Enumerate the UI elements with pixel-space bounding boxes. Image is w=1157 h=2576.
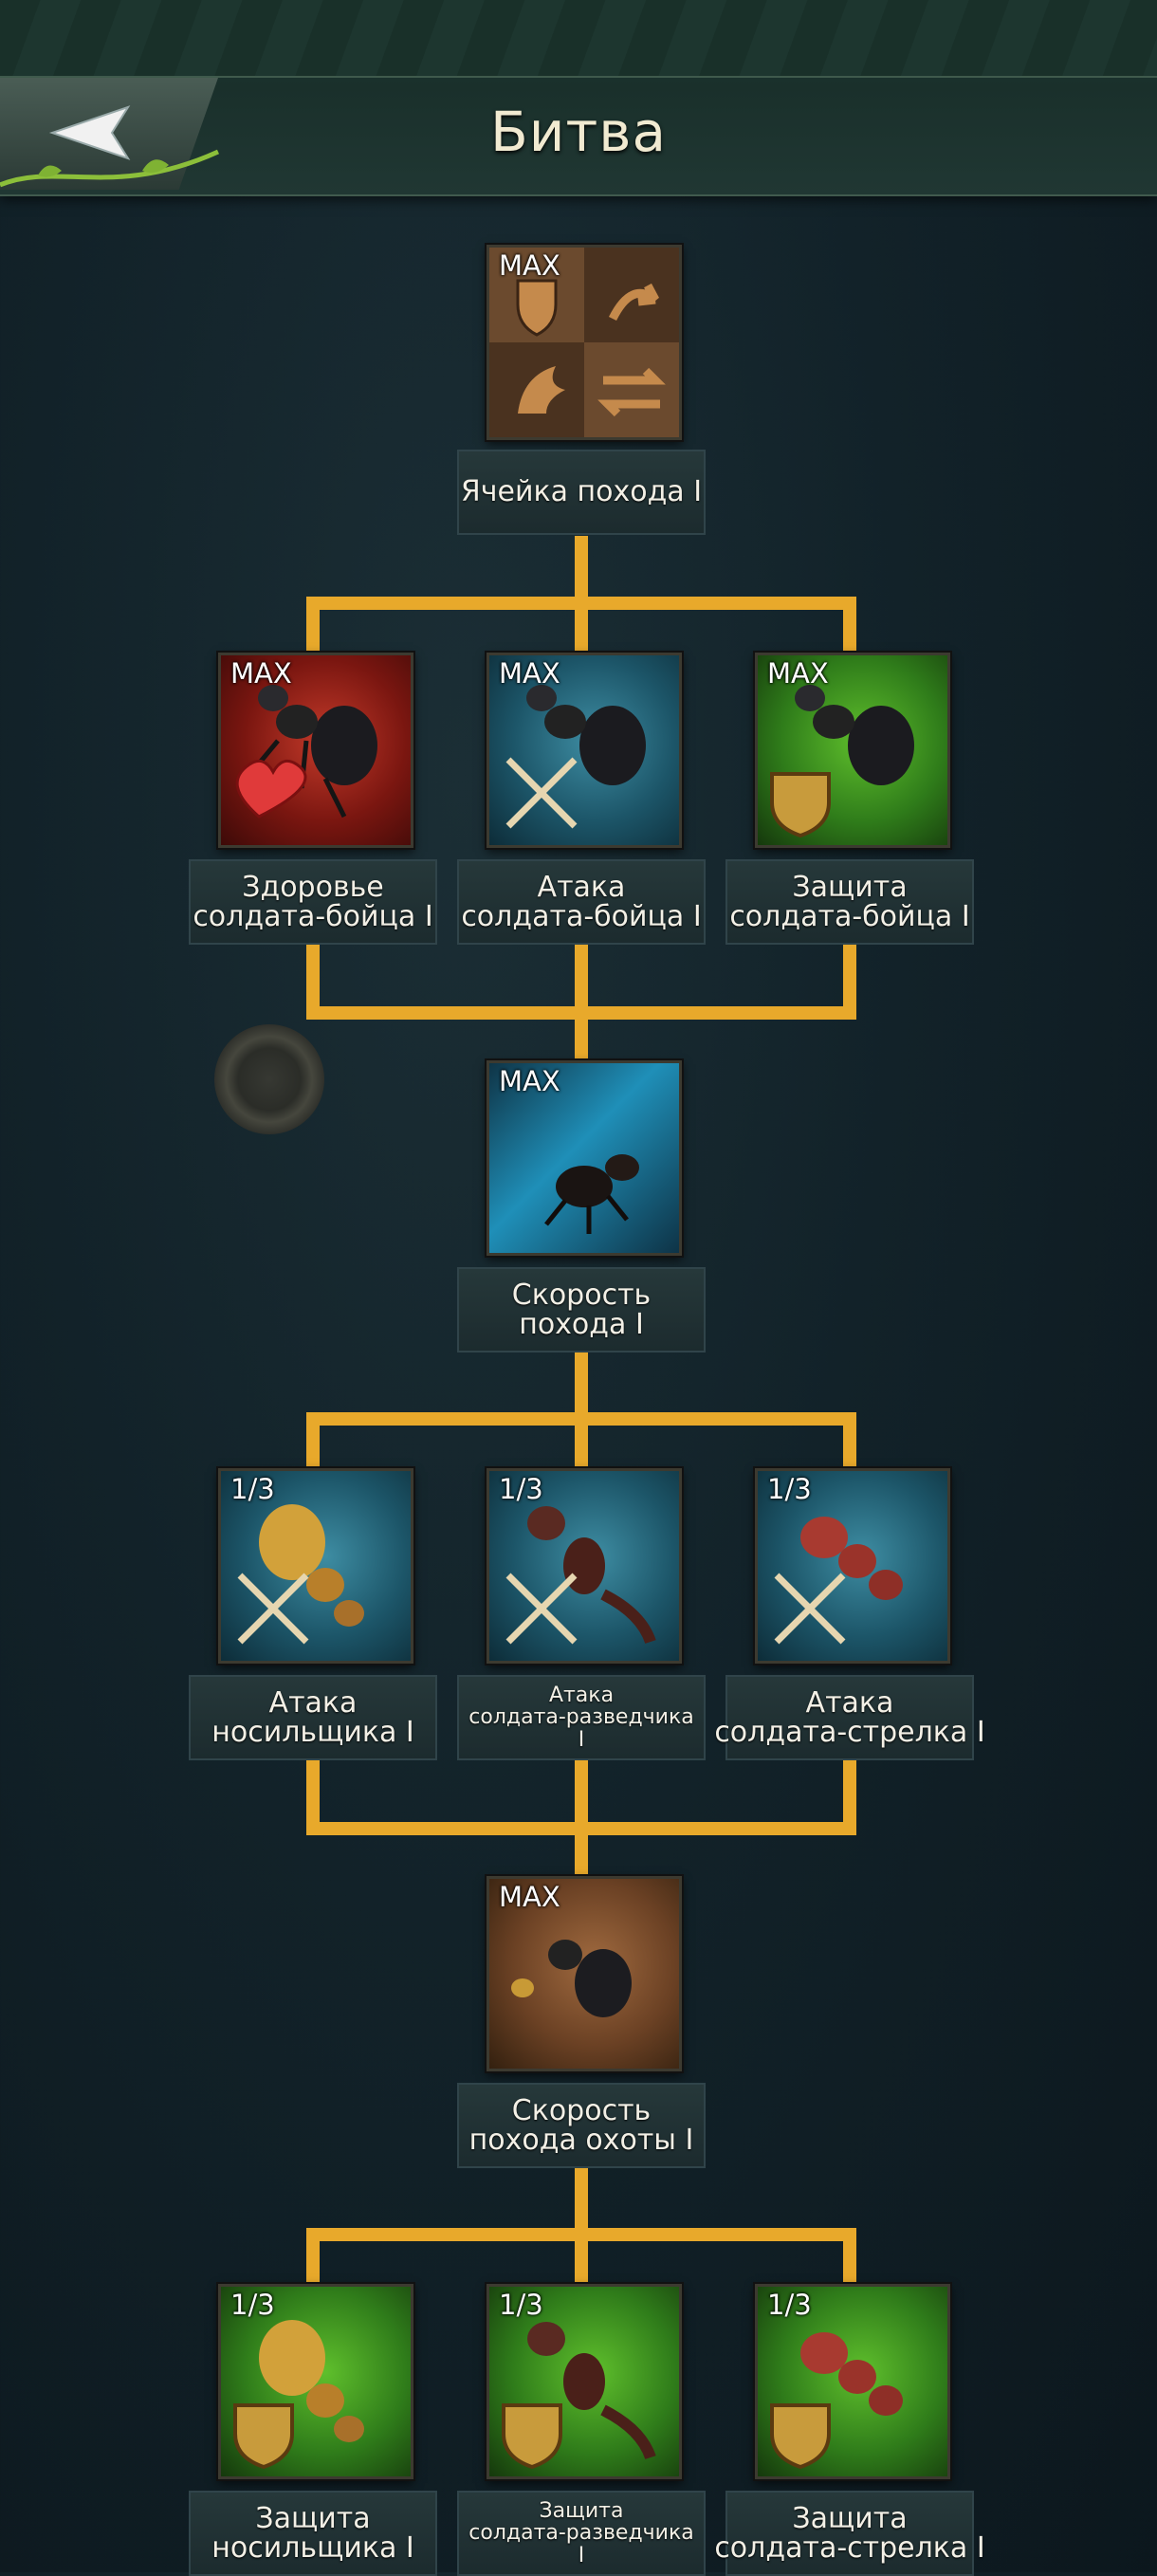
floating-toggle-button[interactable] (214, 1024, 324, 1134)
level-badge: MAX (499, 249, 560, 282)
carrier-ant-icon (259, 2320, 364, 2442)
level-badge: MAX (499, 1881, 560, 1913)
shield-icon (770, 2403, 831, 2470)
skill-carrier-attack[interactable]: 1/3 (218, 1468, 413, 1664)
heart-icon (235, 759, 307, 819)
level-badge: MAX (499, 1065, 560, 1097)
soldier-ant-icon (526, 685, 646, 785)
skill-scout-attack[interactable]: 1/3 (487, 1468, 682, 1664)
skill-soldier-health[interactable]: MAX (218, 653, 413, 848)
skill-shooter-defense[interactable]: 1/3 (755, 2284, 950, 2479)
crossed-swords-icon (505, 757, 578, 829)
shooter-ant-icon (800, 2332, 903, 2416)
level-badge: 1/3 (767, 2289, 812, 2321)
header-bar: Битва (0, 0, 1157, 196)
crossed-swords-icon (237, 1573, 309, 1645)
skill-march-speed[interactable]: MAX (487, 1060, 682, 1256)
running-ant-icon (544, 1154, 639, 1234)
march-slot-icon (489, 248, 679, 437)
level-badge: 1/3 (767, 1473, 812, 1505)
shooter-ant-icon (800, 1517, 903, 1600)
skill-march-slot[interactable]: MAX (487, 245, 682, 440)
level-badge: MAX (767, 657, 829, 690)
back-arrow-icon (48, 105, 131, 160)
level-badge: MAX (499, 657, 560, 690)
soldier-ant-icon (795, 685, 914, 785)
skill-soldier-defense[interactable]: MAX (755, 653, 950, 848)
carrier-ant-icon (259, 1504, 364, 1627)
skill-shooter-attack[interactable]: 1/3 (755, 1468, 950, 1664)
page-title: Битва (490, 100, 667, 164)
back-button[interactable] (38, 100, 142, 166)
level-badge: 1/3 (499, 1473, 543, 1505)
skill-hunt-march-speed[interactable]: MAX (487, 1876, 682, 2071)
shield-icon (770, 772, 831, 838)
level-badge: MAX (230, 657, 292, 690)
header-decor-strip (0, 0, 1157, 78)
level-badge: 1/3 (230, 1473, 275, 1505)
skill-scout-defense[interactable]: 1/3 (487, 2284, 682, 2479)
crossed-swords-icon (505, 1573, 578, 1645)
vine-decoration (0, 149, 220, 188)
crossed-swords-icon (774, 1573, 846, 1645)
shield-icon (502, 2403, 562, 2470)
level-badge: 1/3 (499, 2289, 543, 2321)
scout-ant-icon (527, 2322, 656, 2460)
skill-soldier-attack[interactable]: MAX (487, 653, 682, 848)
shield-icon (233, 2403, 294, 2470)
skill-carrier-defense[interactable]: 1/3 (218, 2284, 413, 2479)
level-badge: 1/3 (230, 2289, 275, 2321)
skill-label: Ячейка похода I (457, 450, 706, 535)
hunting-ant-icon (511, 1940, 632, 2017)
